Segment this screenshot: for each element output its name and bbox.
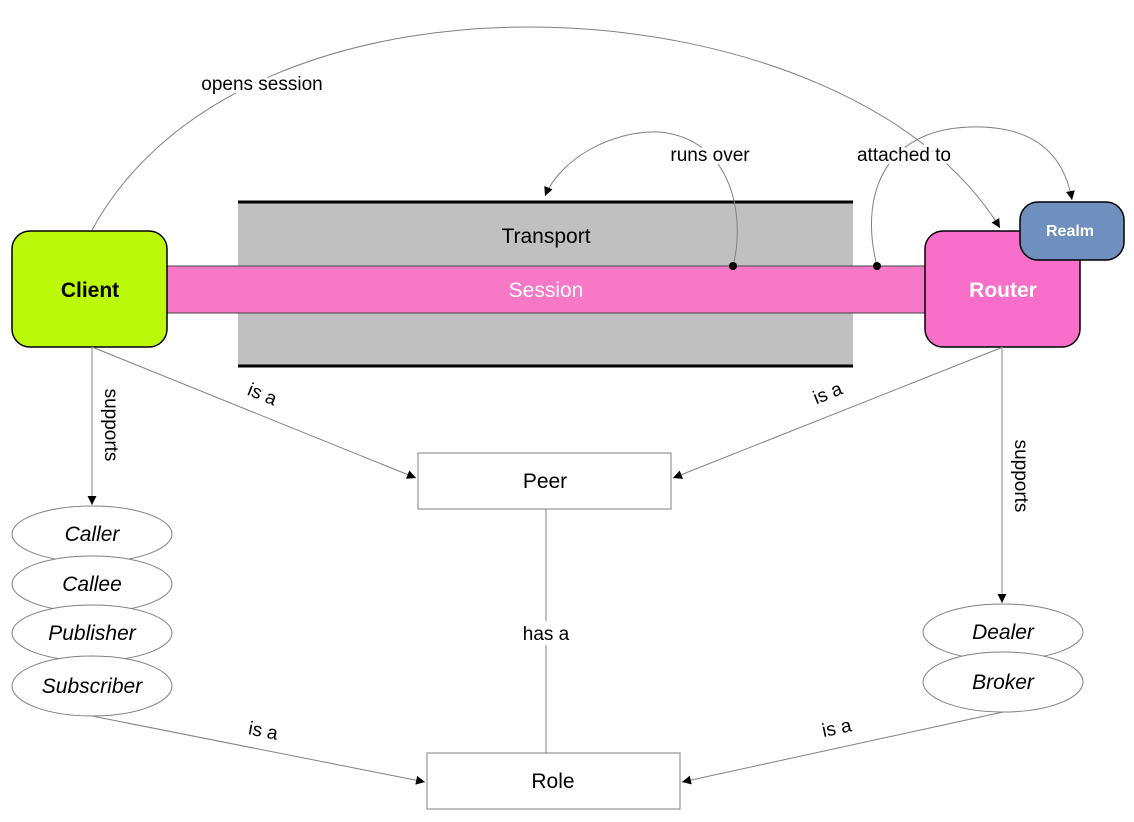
- role-broker-label: Broker: [972, 671, 1035, 694]
- role-label: Role: [531, 770, 574, 793]
- role-dealer-label: Dealer: [972, 621, 1035, 644]
- router-roles-is-a-role-edge: [681, 711, 1004, 785]
- runs-over-label: runs over: [670, 145, 750, 166]
- opens-session-edge: [91, 26, 1001, 231]
- realm-label: Realm: [1046, 223, 1094, 240]
- runs-over-anchor: [729, 262, 737, 270]
- role-publisher-label: Publisher: [48, 622, 137, 645]
- peer-label: Peer: [523, 470, 567, 493]
- attached-to-edge: [871, 126, 1075, 267]
- router-is-a-peer-edge: [672, 346, 1004, 479]
- transport-label: Transport: [501, 225, 590, 248]
- router-label: Router: [969, 279, 1037, 302]
- attached-to-label: attached to: [857, 145, 951, 166]
- client-node: [11, 230, 168, 348]
- has-a-label-bg: [518, 621, 574, 645]
- client-supports-label: supports: [100, 389, 121, 462]
- role-subscriber-label: Subscriber: [42, 675, 143, 698]
- client-roles-is-a-role-edge: [91, 715, 426, 785]
- peer-node: [417, 452, 672, 510]
- opens-session-label: opens session: [201, 74, 322, 95]
- router-supports-label: supports: [1010, 440, 1031, 513]
- client-is-a-peer-edge: [91, 346, 417, 479]
- runs-over-edge: [544, 131, 738, 267]
- attached-to-anchor: [873, 262, 881, 270]
- role-callee-label: Callee: [62, 573, 122, 596]
- session-label: Session: [509, 279, 584, 302]
- peer-has-a-role-label: has a: [523, 624, 570, 645]
- client-label: Client: [61, 279, 119, 302]
- realm-node: [1019, 201, 1125, 261]
- router-roles-is-a-role-label: is a: [820, 715, 854, 742]
- session-bar: [164, 265, 930, 314]
- role-caller-label: Caller: [65, 523, 121, 546]
- role-node: [426, 752, 681, 810]
- client-is-a-peer-label: is a: [244, 380, 280, 411]
- client-roles-is-a-role-label: is a: [247, 718, 280, 744]
- router-is-a-peer-label: is a: [810, 378, 846, 409]
